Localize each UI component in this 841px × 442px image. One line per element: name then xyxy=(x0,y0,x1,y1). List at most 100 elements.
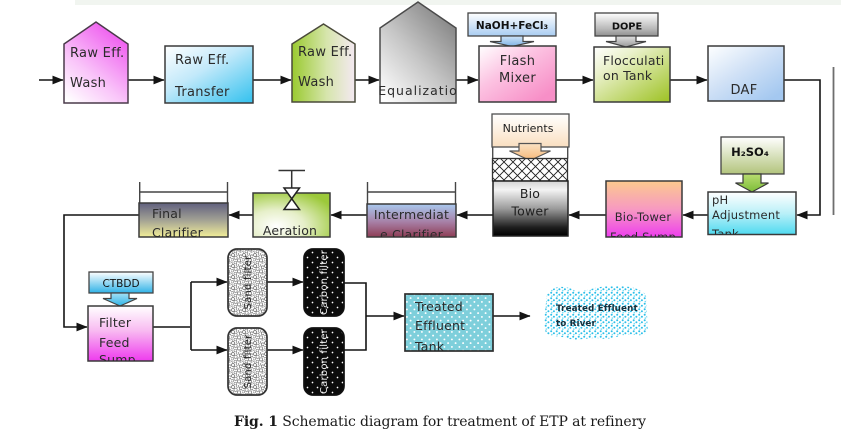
node-raw-eff-wash-1[interactable]: Raw Eff. Wash xyxy=(63,21,129,104)
h2so4-shape xyxy=(720,136,785,175)
bio-tower-feed-sump-shape xyxy=(605,180,683,238)
node-river-outfall[interactable]: Treated Effluent to River xyxy=(544,286,648,340)
dope-label: DOPE xyxy=(612,22,642,33)
raw-eff-wash-1-label-line2: Wash xyxy=(70,76,106,91)
daf-label: DAF xyxy=(730,83,757,98)
nutrients-shape xyxy=(491,113,570,148)
top-strip-artifact xyxy=(75,0,841,5)
bio-tower-feed-sump-label-line2: Feed Sump xyxy=(610,230,676,244)
elbow-daf-to-ph-tank xyxy=(784,79,821,220)
flocculation-tank-label-line1: Flocculati xyxy=(603,53,665,68)
treated-effluent-tank-shape xyxy=(404,293,494,352)
node-raw-eff-wash-2[interactable]: Raw Eff. Wash xyxy=(291,23,356,103)
river-outfall-label-line1: Treated Effluent xyxy=(556,304,638,314)
bio-tower-shape xyxy=(492,180,569,237)
node-treated-effluent-tank[interactable]: Treated Effluent Tank xyxy=(404,293,494,354)
bio-tower-wall-stubs xyxy=(492,147,569,159)
ph-tank-label-line3: Tank xyxy=(711,227,739,241)
raw-eff-wash-1-shape xyxy=(63,21,129,104)
sand-filter-bottom-shape xyxy=(227,327,268,396)
node-bio-tower[interactable]: Nutrients Bio Tower xyxy=(491,113,570,237)
raw-eff-wash-2-shape xyxy=(291,23,356,103)
h2so4-label: H₂SO₄ xyxy=(731,145,769,159)
carbon-filter-bottom-shape xyxy=(303,327,345,396)
bio-tower-label-line2: Tower xyxy=(510,204,549,219)
chem-label-naoh-fecl3[interactable]: NaOH+FeCl₃ xyxy=(467,12,557,48)
ph-tank-label-line1: pH xyxy=(712,193,728,207)
node-intermediate-clarifier[interactable]: Intermediat e Clarifier xyxy=(366,182,457,242)
naoh-down-arrow-icon xyxy=(489,35,535,48)
intermediate-clarifier-label-group: Intermediat e Clarifier xyxy=(374,207,449,242)
node-daf[interactable]: DAF xyxy=(707,45,785,102)
filter-feed-sump-shape xyxy=(87,305,154,362)
node-bio-tower-feed-sump[interactable]: Bio-Tower Feed Sump xyxy=(605,180,683,244)
sand-filter-bottom-label: Sand filter xyxy=(243,334,254,388)
flash-mixer-label-line2: Mixer xyxy=(499,71,536,86)
treated-effluent-tank-label-line2: Effluent xyxy=(415,318,465,333)
dope-down-arrow-icon xyxy=(605,35,647,48)
treated-effluent-tank-label-group: Treated Effluent Tank xyxy=(414,299,465,354)
intermediate-clarifier-label-line2: e Clarifier xyxy=(380,227,444,242)
connector-lines xyxy=(39,67,835,355)
bio-tower-feed-sump-label-group: Bio-Tower Feed Sump xyxy=(610,210,676,244)
elbow-final-clarifier-to-filter-feed-sump xyxy=(63,214,139,332)
node-sand-filter-top[interactable]: Sand filter xyxy=(227,248,268,317)
aeration-label-group: Aeration xyxy=(263,223,317,238)
bio-tower-label-line1: Bio xyxy=(520,186,540,201)
node-final-clarifier[interactable]: Final Clarifier xyxy=(138,182,229,240)
figure-caption-number: Fig. 1 xyxy=(234,414,278,430)
nutrients-down-arrow-icon xyxy=(509,142,551,162)
filter-feed-sump-label-line1: Filter xyxy=(99,315,132,330)
aeration-label: Aeration xyxy=(263,223,317,238)
node-aeration[interactable]: Aeration xyxy=(252,169,331,239)
raw-eff-wash-2-label-line1: Raw Eff. xyxy=(298,45,352,60)
filter-feed-sump-label-group: Filter Feed Sump xyxy=(99,315,136,367)
raw-eff-wash-2-label-line2: Wash xyxy=(298,75,334,90)
node-filter-feed-sump[interactable]: Filter Feed Sump xyxy=(87,305,154,367)
sand-filter-top-label: Sand filter xyxy=(243,255,254,309)
ctbdd-label: CTBDD xyxy=(102,278,139,290)
river-outfall-label-line2: to River xyxy=(556,319,597,329)
flocculation-tank-shape xyxy=(593,46,671,103)
intermediate-clarifier-weir-icon xyxy=(366,182,457,204)
treated-effluent-tank-label-line1: Treated xyxy=(414,299,463,314)
river-outfall-shape xyxy=(544,286,648,340)
intermediate-clarifier-label-line1: Intermediat xyxy=(374,207,449,222)
aeration-valve-icon xyxy=(282,187,301,211)
raw-eff-transfer-label-line2: Transfer xyxy=(174,85,230,100)
chem-label-h2so4[interactable]: H₂SO₄ xyxy=(720,136,785,193)
nutrients-label: Nutrients xyxy=(503,122,554,135)
filter-feed-sump-label-line3: Sump xyxy=(99,352,136,367)
node-flocculation-tank[interactable]: Flocculati on Tank xyxy=(593,46,671,103)
node-flash-mixer[interactable]: Flash Mixer xyxy=(478,45,557,103)
node-ph-adjustment-tank[interactable]: pH Adjustment Tank xyxy=(707,191,797,241)
chem-label-ctbdd[interactable]: CTBDD xyxy=(88,271,154,307)
node-carbon-filter-bottom[interactable]: Carbon filter xyxy=(303,327,345,396)
raw-eff-transfer-shape xyxy=(164,45,254,104)
chem-label-dope[interactable]: DOPE xyxy=(594,12,659,48)
final-clarifier-weir-icon xyxy=(139,182,229,203)
sand-filter-top-shape xyxy=(227,248,268,317)
bio-tower-feed-sump-label-line1: Bio-Tower xyxy=(615,210,672,224)
line-carbon-merge xyxy=(344,282,367,351)
filter-feed-sump-label-line2: Feed xyxy=(99,335,130,350)
final-clarifier-shape xyxy=(138,202,229,238)
node-sand-filter-bottom[interactable]: Sand filter xyxy=(227,327,268,396)
flash-mixer-shape xyxy=(478,45,557,103)
node-carbon-filter-top[interactable]: Carbon filter xyxy=(303,248,345,317)
equalization-shape xyxy=(379,1,457,104)
ph-tank-label-group: pH Adjustment Tank xyxy=(711,193,780,241)
ctbdd-down-arrow-icon xyxy=(102,292,138,307)
final-clarifier-label-line2: Clarifier xyxy=(152,225,204,240)
raw-eff-wash-1-label-line1: Raw Eff. xyxy=(70,46,124,61)
raw-eff-transfer-label-line1: Raw Eff. xyxy=(175,53,229,68)
node-raw-eff-transfer[interactable]: Raw Eff. Transfer xyxy=(164,45,254,104)
intermediate-clarifier-shape xyxy=(366,203,457,238)
flocculation-tank-label-line2: on Tank xyxy=(603,68,653,83)
carbon-filter-bottom-label: Carbon filter xyxy=(319,328,330,394)
treated-effluent-tank-label-line3: Tank xyxy=(414,339,445,354)
node-equalization[interactable]: Equalizatio xyxy=(378,1,458,104)
final-clarifier-label-group: Final Clarifier xyxy=(152,206,204,240)
